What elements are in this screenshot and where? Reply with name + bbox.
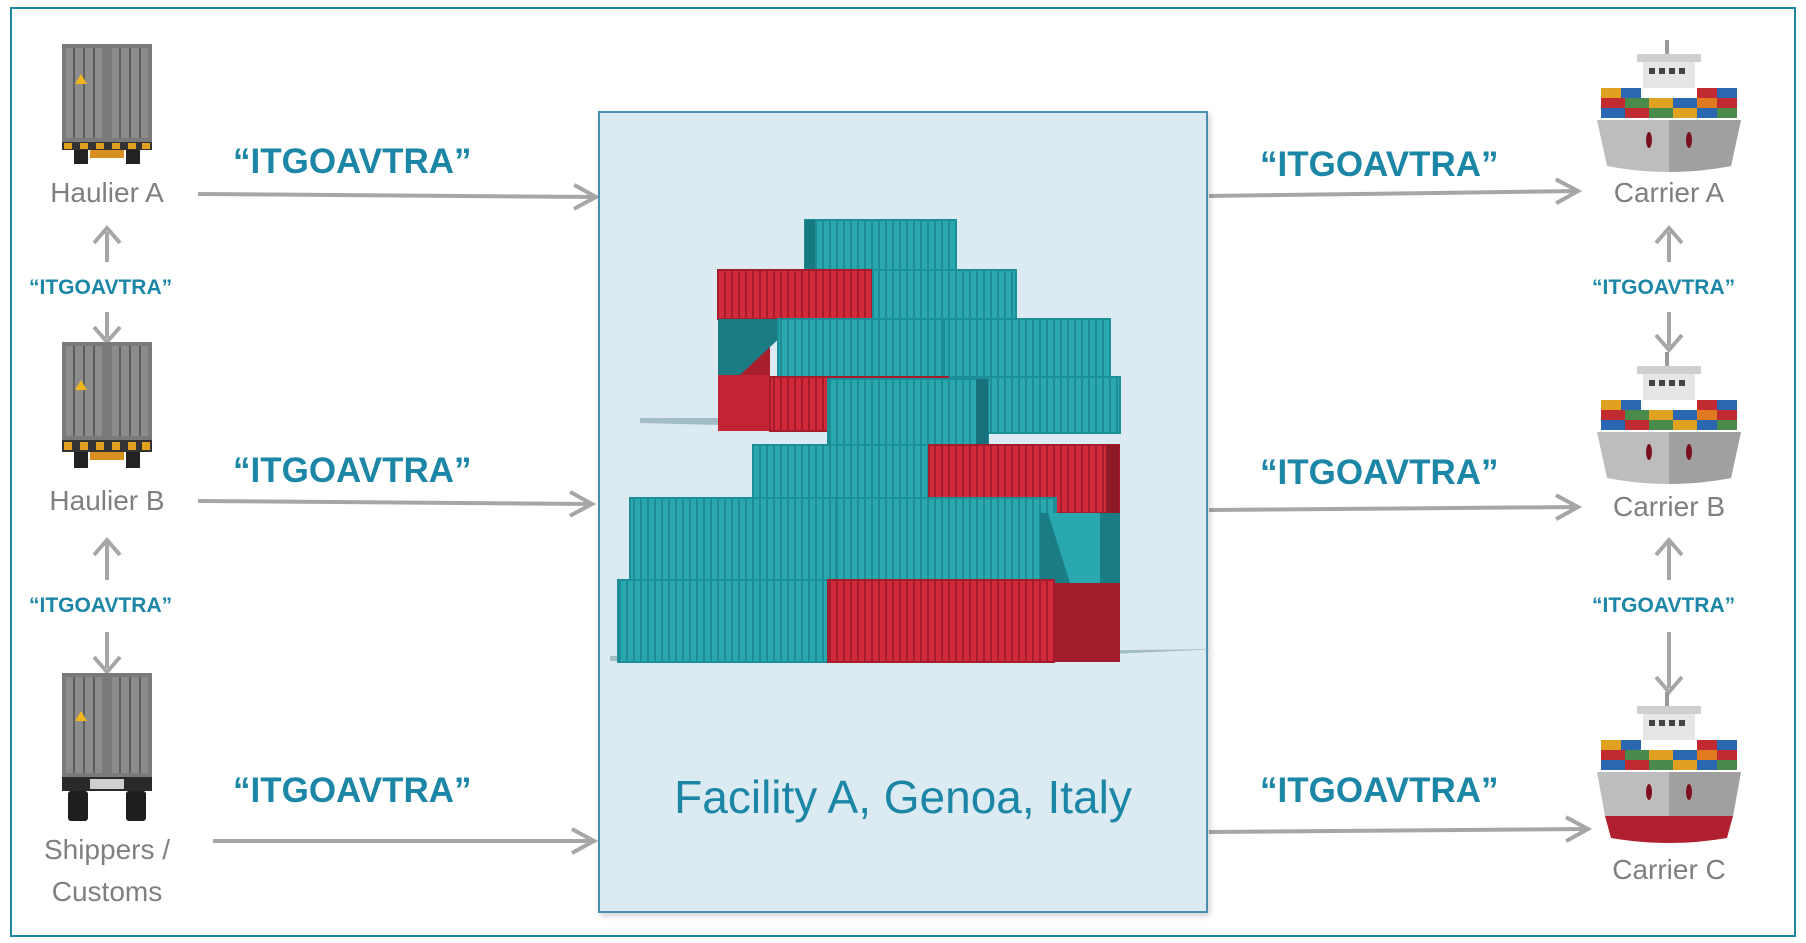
code-label-carrier-c: “ITGOAVTRA” [1260, 771, 1499, 810]
code-label-haulier-b-shippers: “ITGOAVTRA” [25, 592, 177, 620]
facility-box: Facility A, Genoa, Italy [598, 111, 1210, 913]
carrier-b-label: Carrier B [1612, 491, 1725, 522]
code-label-haulier-b: “ITGOAVTRA” [233, 451, 472, 490]
truck-icon [62, 342, 152, 468]
truck-icon [62, 44, 152, 164]
ship-icon [1597, 40, 1741, 172]
container-stack-icon [610, 219, 1210, 663]
ship-icon [1597, 352, 1741, 484]
code-label-shippers: “ITGOAVTRA” [233, 771, 472, 810]
code-label-carrier-a-b: “ITGOAVTRA” [1588, 274, 1740, 302]
haulier-a-label: Haulier A [50, 177, 164, 208]
haulier-b-label: Haulier B [49, 485, 165, 516]
code-label-carrier-b-c: “ITGOAVTRA” [1588, 592, 1740, 620]
code-label-haulier-a-b: “ITGOAVTRA” [25, 274, 177, 302]
code-label-haulier-a: “ITGOAVTRA” [233, 142, 472, 181]
facility-label: Facility A, Genoa, Italy [674, 771, 1132, 823]
ship-icon [1597, 692, 1741, 843]
shippers-customs-label: Shippers / Customs [43, 834, 171, 907]
carrier-a-label: Carrier A [1613, 177, 1725, 208]
code-label-carrier-a: “ITGOAVTRA” [1260, 145, 1499, 184]
carrier-c-label: Carrier C [1612, 854, 1726, 885]
code-label-carrier-b: “ITGOAVTRA” [1260, 453, 1499, 492]
truck-icon [62, 673, 152, 821]
